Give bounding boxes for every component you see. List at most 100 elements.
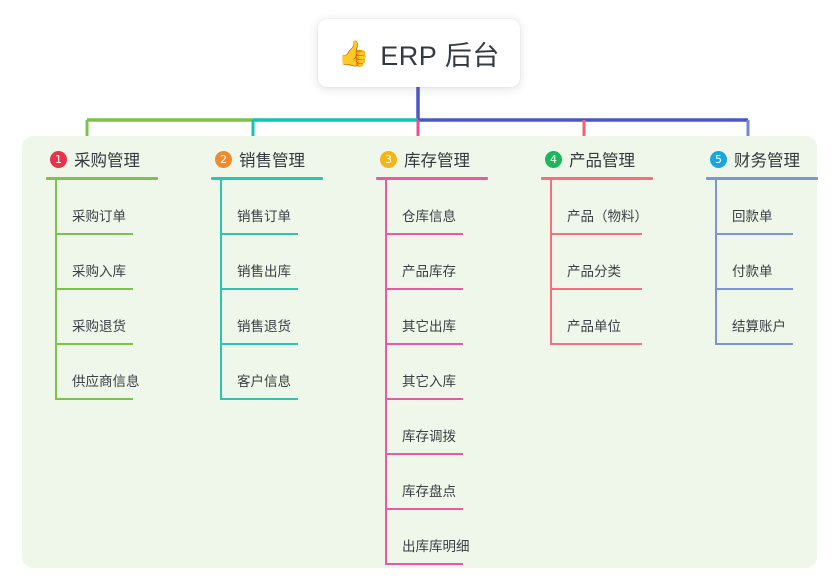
module-item[interactable]: 其它出库	[368, 290, 520, 345]
module-number-badge: 4	[545, 150, 562, 168]
module-title: 产品管理	[569, 152, 635, 170]
item-spine	[385, 455, 387, 510]
module-item[interactable]: 产品库存	[368, 235, 520, 290]
item-underline	[385, 288, 463, 290]
item-spine	[385, 180, 387, 235]
item-underline	[55, 233, 133, 235]
item-label: 采购订单	[72, 209, 126, 224]
item-label: 销售订单	[237, 209, 291, 224]
item-underline	[55, 288, 133, 290]
item-underline	[715, 343, 793, 345]
item-underline	[385, 233, 463, 235]
module-item[interactable]: 客户信息	[203, 345, 355, 400]
module-item[interactable]: 销售退货	[203, 290, 355, 345]
item-label: 产品（物料）	[567, 209, 648, 224]
item-spine	[550, 235, 552, 290]
module-header-4[interactable]: 4 产品管理	[533, 146, 685, 172]
module-item[interactable]: 产品分类	[533, 235, 685, 290]
module-item[interactable]: 采购订单	[38, 180, 190, 235]
module-number-badge: 3	[380, 150, 397, 168]
item-spine	[385, 400, 387, 455]
item-label: 结算账户	[732, 319, 786, 334]
item-spine	[550, 180, 552, 235]
module-item[interactable]: 产品单位	[533, 290, 685, 345]
module-item[interactable]: 付款单	[698, 235, 838, 290]
module-item[interactable]: 仓库信息	[368, 180, 520, 235]
item-underline	[220, 233, 298, 235]
module-column-2: 2 销售管理销售订单销售出库销售退货客户信息	[203, 146, 355, 400]
item-spine	[55, 235, 57, 290]
item-underline	[385, 398, 463, 400]
module-item-list: 仓库信息产品库存其它出库其它入库库存调拨库存盘点出库库明细	[368, 180, 520, 565]
item-label: 采购入库	[72, 264, 126, 279]
item-underline	[385, 453, 463, 455]
item-label: 产品分类	[567, 264, 621, 279]
module-header-underline	[541, 177, 653, 180]
module-header-underline	[706, 177, 818, 180]
root-node-erp-backend[interactable]: 👍 ERP 后台	[318, 19, 520, 87]
item-underline	[385, 508, 463, 510]
item-underline	[715, 233, 793, 235]
item-spine	[55, 180, 57, 235]
module-column-1: 1 采购管理采购订单采购入库采购退货供应商信息	[38, 146, 190, 400]
item-label: 销售退货	[237, 319, 291, 334]
item-underline	[550, 288, 642, 290]
item-label: 产品单位	[567, 319, 621, 334]
module-item[interactable]: 其它入库	[368, 345, 520, 400]
item-spine	[220, 345, 222, 400]
item-spine	[715, 290, 717, 345]
item-label: 客户信息	[237, 374, 291, 389]
module-item-list: 销售订单销售出库销售退货客户信息	[203, 180, 355, 400]
item-underline	[550, 233, 642, 235]
item-label: 库存调拨	[402, 429, 456, 444]
module-item[interactable]: 销售订单	[203, 180, 355, 235]
module-number-badge: 1	[50, 150, 67, 168]
module-item[interactable]: 供应商信息	[38, 345, 190, 400]
module-item[interactable]: 采购入库	[38, 235, 190, 290]
item-label: 回款单	[732, 209, 773, 224]
module-number-badge: 5	[710, 150, 727, 168]
item-label: 采购退货	[72, 319, 126, 334]
module-item[interactable]: 库存盘点	[368, 455, 520, 510]
module-title: 库存管理	[404, 152, 470, 170]
item-spine	[220, 235, 222, 290]
module-item[interactable]: 库存调拨	[368, 400, 520, 455]
item-underline	[715, 288, 793, 290]
module-header-underline	[376, 177, 488, 180]
module-number-badge: 2	[215, 150, 232, 168]
module-item-list: 回款单付款单结算账户	[698, 180, 838, 345]
module-header-underline	[211, 177, 323, 180]
module-header-2[interactable]: 2 销售管理	[203, 146, 355, 172]
root-node-content: 👍 ERP 后台	[338, 34, 500, 73]
item-spine	[220, 290, 222, 345]
module-item[interactable]: 采购退货	[38, 290, 190, 345]
item-underline	[55, 398, 133, 400]
root-node-title: ERP 后台	[380, 40, 500, 71]
item-label: 销售出库	[237, 264, 291, 279]
module-header-3[interactable]: 3 库存管理	[368, 146, 520, 172]
module-item[interactable]: 产品（物料）	[533, 180, 685, 235]
item-label: 仓库信息	[402, 209, 456, 224]
item-spine	[55, 345, 57, 400]
module-item[interactable]: 出库库明细	[368, 510, 520, 565]
module-item[interactable]: 回款单	[698, 180, 838, 235]
module-title: 采购管理	[74, 152, 140, 170]
module-column-3: 3 库存管理仓库信息产品库存其它出库其它入库库存调拨库存盘点出库库明细	[368, 146, 520, 565]
module-item[interactable]: 结算账户	[698, 290, 838, 345]
item-label: 出库库明细	[402, 539, 470, 554]
module-item[interactable]: 销售出库	[203, 235, 355, 290]
modules-panel	[22, 136, 817, 568]
item-underline	[385, 343, 463, 345]
item-underline	[220, 343, 298, 345]
module-header-1[interactable]: 1 采购管理	[38, 146, 190, 172]
module-title: 销售管理	[239, 152, 305, 170]
module-item-list: 产品（物料） 产品分类产品单位	[533, 180, 685, 345]
item-spine	[385, 290, 387, 345]
thumbs-up-icon: 👍	[338, 38, 370, 68]
item-label: 产品库存	[402, 264, 456, 279]
item-spine	[715, 235, 717, 290]
module-header-underline	[46, 177, 158, 180]
